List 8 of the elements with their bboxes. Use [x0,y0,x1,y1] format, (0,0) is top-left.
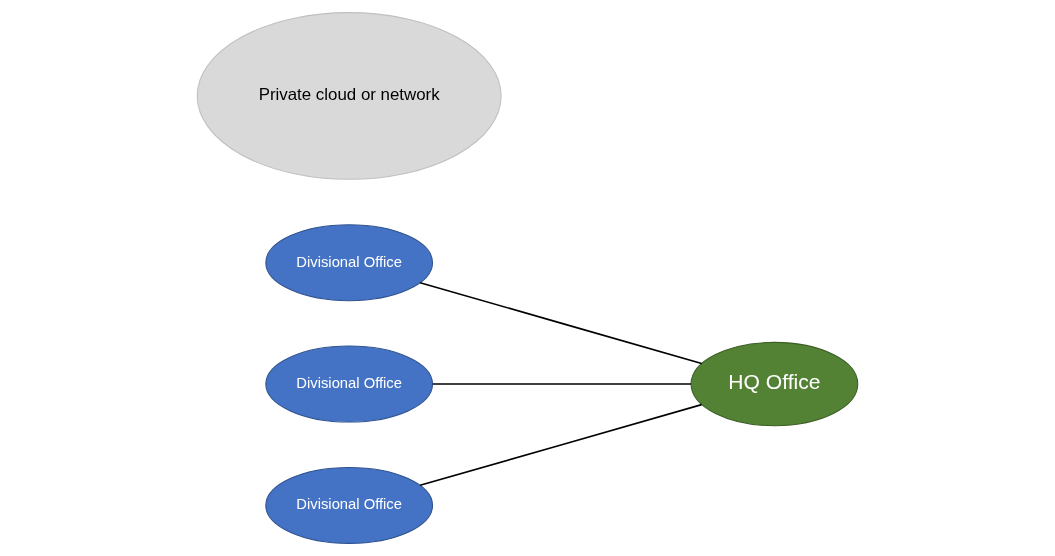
connector [419,281,703,365]
connector [419,403,703,487]
connector [432,383,692,385]
node-ellipse: Private cloud or network [196,12,502,180]
node-ellipse: Divisional Office [265,345,434,423]
node-ellipse: HQ Office [690,341,859,427]
node-ellipse: Divisional Office [265,466,434,544]
node-ellipse: Divisional Office [265,224,434,302]
